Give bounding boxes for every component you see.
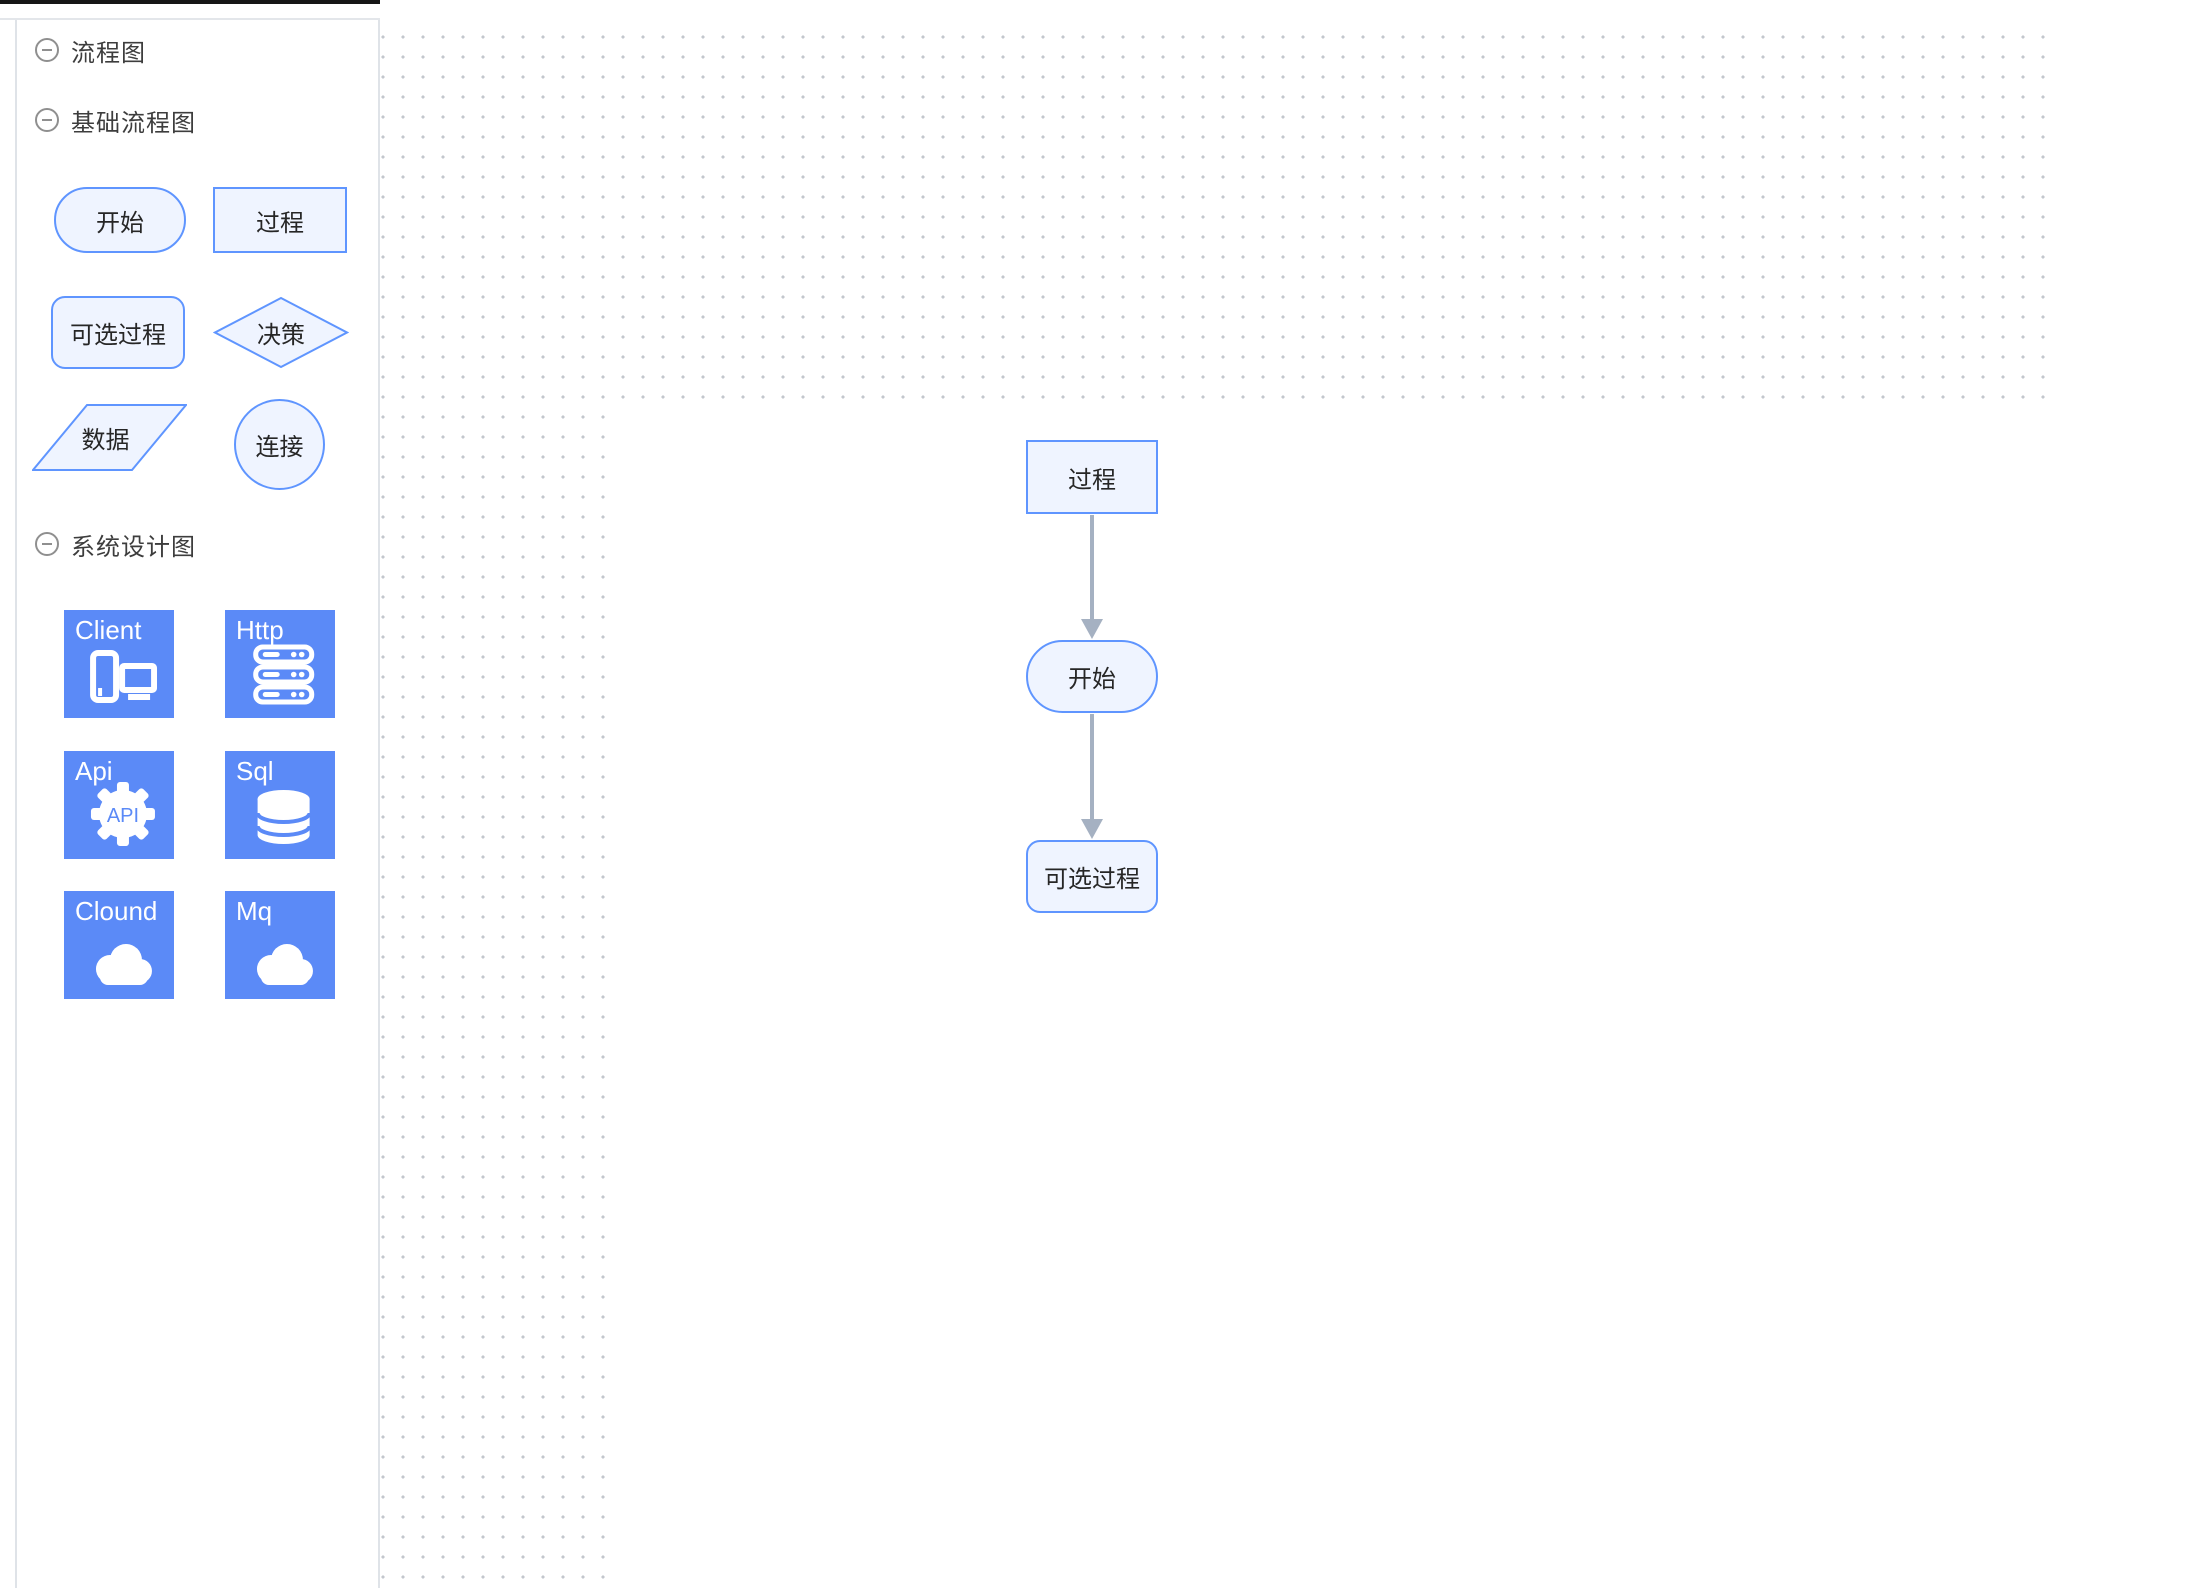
shape-label: 连接 — [255, 434, 304, 461]
diamond-icon — [212, 296, 350, 369]
stencil-tile-mq[interactable]: Mq — [225, 891, 335, 999]
node-label: 开始 — [1068, 666, 1116, 693]
stencil-shape-decision[interactable]: 决策 — [212, 296, 350, 369]
group-title: 基础流程图 — [71, 109, 196, 137]
node-label: 可选过程 — [1044, 866, 1140, 893]
collapse-minus-icon[interactable] — [35, 108, 59, 132]
gear-icon-text: API — [107, 805, 139, 827]
stencil-shape-connect[interactable]: 连接 — [234, 399, 325, 490]
tile-label: Api — [75, 756, 113, 786]
stencil-tile-http[interactable]: Http — [225, 610, 335, 718]
tile-label: Http — [236, 615, 284, 645]
tile-label: Mq — [236, 896, 273, 926]
cloud-icon — [90, 941, 156, 992]
stencil-tile-clound[interactable]: Clound — [64, 891, 174, 999]
stencil-group-header-basic-flowchart[interactable]: 基础流程图 — [17, 105, 196, 137]
tile-label: Sql — [236, 756, 274, 786]
stencil-shape-data[interactable]: 数据 — [30, 404, 189, 471]
stencil-shape-optional-process[interactable]: 可选过程 — [51, 296, 185, 369]
diagram-canvas[interactable]: 过程 开始 可选过程 — [380, 0, 2210, 1588]
grid-dots-column — [380, 407, 610, 1588]
stencil-group-header-flowchart[interactable]: 流程图 — [17, 35, 146, 67]
stencil-group-header-system-design[interactable]: 系统设计图 — [17, 529, 196, 561]
edge-layer — [1081, 515, 1103, 839]
tile-label: Client — [75, 615, 142, 645]
collapse-minus-icon[interactable] — [35, 532, 59, 556]
node-label: 过程 — [1068, 466, 1116, 494]
shape-label: 决策 — [257, 322, 305, 349]
shape-label: 开始 — [96, 209, 144, 237]
group-title: 流程图 — [71, 39, 146, 67]
stencil-tile-client[interactable]: Client — [64, 610, 174, 718]
grid-dots-band — [380, 19, 2048, 407]
shape-label: 过程 — [256, 209, 304, 237]
shape-label: 数据 — [81, 427, 130, 454]
parallelogram-icon — [30, 404, 189, 471]
stencil-sidebar: 流程图 基础流程图 开始 过程 可选过程 决策 数据 连 — [15, 20, 380, 1588]
stencil-shape-process[interactable]: 过程 — [213, 187, 347, 253]
stencil-tile-sql[interactable]: Sql — [225, 751, 335, 859]
server-rack-icon — [253, 644, 315, 711]
gear-icon: API — [90, 781, 156, 852]
database-icon — [254, 787, 314, 852]
group-title: 系统设计图 — [71, 533, 196, 561]
edge-start-to-optional[interactable] — [1081, 714, 1103, 839]
canvas-node-process[interactable]: 过程 — [1026, 440, 1158, 514]
canvas-node-optional-process[interactable]: 可选过程 — [1026, 840, 1158, 913]
collapse-minus-icon[interactable] — [35, 38, 59, 62]
tile-label: Clound — [75, 896, 158, 926]
client-devices-icon — [89, 650, 158, 711]
cloud-icon — [251, 941, 317, 992]
canvas-node-start[interactable]: 开始 — [1026, 640, 1158, 713]
stencil-shape-start[interactable]: 开始 — [54, 187, 186, 253]
edge-process-to-start[interactable] — [1081, 515, 1103, 639]
stencil-tile-api[interactable]: Api — [64, 751, 174, 859]
shape-label: 可选过程 — [70, 322, 166, 349]
